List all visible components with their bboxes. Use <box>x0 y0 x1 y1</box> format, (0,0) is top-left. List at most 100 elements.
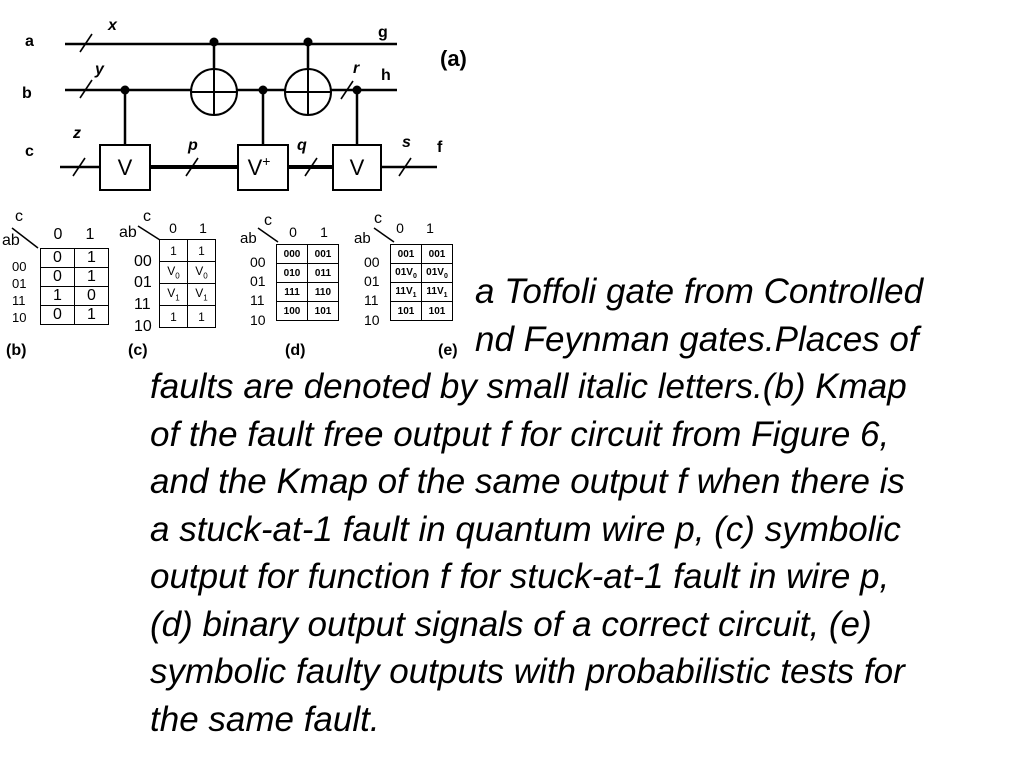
kmap-col-header: 1 <box>85 226 95 243</box>
kmap-cell: 011 <box>307 263 339 283</box>
kmap-diagonal <box>257 227 279 243</box>
kmap-cell: 1 <box>74 267 109 287</box>
kmap-var-c: c <box>143 208 151 225</box>
kmap-col-header: 0 <box>169 220 177 236</box>
kmap-row-header: 10 <box>250 312 266 328</box>
kmap-cell: V1 <box>187 283 216 306</box>
panel-label-a: (a) <box>440 46 467 71</box>
v-plus-gate-label: V+ <box>248 153 271 180</box>
kmap-cell: 001 <box>390 244 422 264</box>
kmap-row-header: 00 <box>364 254 380 270</box>
kmap-var-ab: ab <box>240 230 257 247</box>
kmap-cell: 1 <box>74 248 109 268</box>
kmap-cell: 01V0 <box>390 263 422 283</box>
kmap-cell: 001 <box>421 244 453 264</box>
kmap-row-header: 01 <box>250 273 266 289</box>
panel-label-c: (c) <box>128 342 148 359</box>
kmap-cell: V1 <box>159 283 188 306</box>
caption-line: output for function f for stuck-at-1 fau… <box>150 557 890 596</box>
kmap-row-header: 01 <box>12 276 27 291</box>
caption-line: the same fault. <box>150 699 380 739</box>
kmap-cell: 0 <box>40 305 75 325</box>
kmap-cell: 11V1 <box>390 282 422 302</box>
kmap-cell: V0 <box>159 261 188 284</box>
output-label-g: g <box>378 24 388 41</box>
kmap-row-header: 11 <box>364 292 379 308</box>
panel-label-e: (e) <box>438 342 458 359</box>
kmap-row-header: 10 <box>364 312 380 328</box>
fault-slash-z <box>72 157 86 177</box>
control-dot <box>303 37 313 47</box>
output-label-f: f <box>437 139 443 156</box>
caption-line: a Toffoli gate from Controlled <box>475 272 924 311</box>
caption-line: faults are denoted by small italic lette… <box>150 367 907 406</box>
v-gate-2 <box>332 144 382 191</box>
kmap-cell: 0 <box>40 267 75 287</box>
panel-label-d: (d) <box>285 342 306 359</box>
kmap-row-header: 01 <box>134 274 152 291</box>
kmap-cell: 11V1 <box>421 282 453 302</box>
caption-line: nd Feynman gates.Places of <box>475 319 919 359</box>
kmap-col-header: 1 <box>199 220 207 236</box>
panel-label-b: (b) <box>6 342 27 359</box>
kmap-cell: 0 <box>74 286 109 306</box>
caption-line: and the Kmap of the same output f when t… <box>150 462 905 501</box>
kmap-col-header: 0 <box>289 224 297 240</box>
kmap-cell: 010 <box>276 263 308 283</box>
feynman-target-2 <box>284 68 332 116</box>
fault-slash-q <box>304 157 318 177</box>
kmap-cell: 111 <box>276 282 308 302</box>
fault-slash-p <box>185 157 199 177</box>
kmap-var-ab: ab <box>354 230 371 247</box>
kmap-row-header: 10 <box>12 310 27 325</box>
kmap-cell: V0 <box>187 261 216 284</box>
fault-label-x: x <box>107 17 118 34</box>
fault-slash-y <box>79 79 93 99</box>
control-dot <box>258 85 268 95</box>
kmap-cell: 1 <box>40 286 75 306</box>
kmap-diagonal <box>11 227 39 249</box>
kmap-row-header: 00 <box>134 253 152 270</box>
kmap-row-header: 00 <box>12 259 27 274</box>
kmap-var-ab: ab <box>119 224 137 241</box>
kmap-row-header: 00 <box>250 254 266 270</box>
control-dot <box>352 85 362 95</box>
kmap-cell: 01V0 <box>421 263 453 283</box>
kmap-cell: 000 <box>276 244 308 264</box>
kmap-cell: 0 <box>40 248 75 268</box>
kmap-var-c: c <box>264 212 272 229</box>
output-label-h: h <box>381 67 391 84</box>
feynman-target-1 <box>190 68 238 116</box>
kmap-col-header: 0 <box>396 220 404 236</box>
fault-slash-x <box>79 33 93 53</box>
kmap-var-c: c <box>374 210 382 227</box>
kmap-cell: 1 <box>187 239 216 262</box>
kmap-diagonal <box>137 225 161 241</box>
fault-label-q: q <box>297 137 307 154</box>
kmap-cell: 1 <box>74 305 109 325</box>
kmap-cell: 1 <box>159 305 188 328</box>
fault-slash-s <box>398 157 412 177</box>
fault-label-s: s <box>402 134 411 151</box>
kmap-col-header: 0 <box>53 226 63 243</box>
kmap-var-ab: ab <box>2 232 20 249</box>
kmap-row-header: 11 <box>250 292 265 308</box>
kmap-row-header: 10 <box>134 318 152 335</box>
kmap-row-header: 11 <box>134 296 151 313</box>
input-label-c: c <box>25 143 34 160</box>
v-plus-gate <box>237 144 289 191</box>
caption-line: (d) binary output signals of a correct c… <box>150 604 872 644</box>
kmap-col-header: 1 <box>320 224 328 240</box>
toffoli-circuit-diagram: V V+ V a b c g h f x y z p q r s (a) <box>22 17 467 191</box>
kmap-col-header: 1 <box>426 220 434 236</box>
input-label-a: a <box>25 33 34 50</box>
kmap-cell: 101 <box>307 301 339 321</box>
kmap-cell: 001 <box>307 244 339 264</box>
kmap-var-c: c <box>15 208 23 225</box>
